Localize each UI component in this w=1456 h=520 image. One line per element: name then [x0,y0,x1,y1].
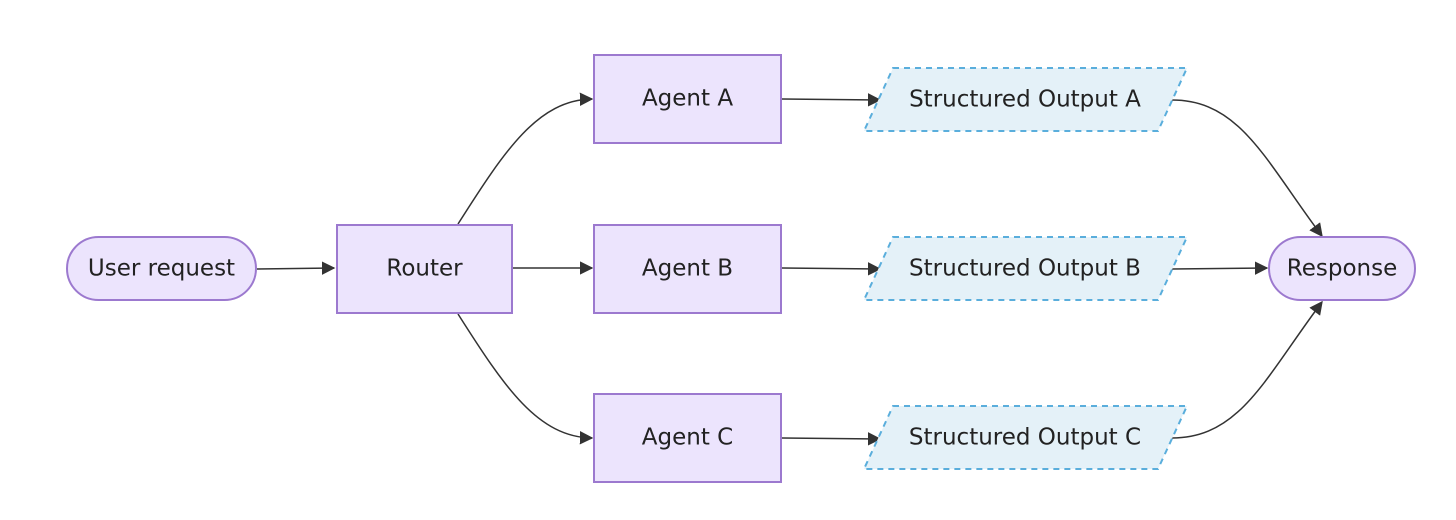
edge-agent-c-to-output-c [781,432,882,446]
process-shape [593,224,782,314]
edge-output-c-to-response [1171,300,1323,439]
terminal-shape [1268,236,1416,301]
process-shape [593,54,782,144]
node-agent-c: Agent C [593,393,782,483]
node-label-output-b: Structured Output B [909,256,1141,282]
edges [256,92,1323,446]
data-shape [862,236,1189,301]
edge-router-to-agent-c [457,313,594,445]
edge-router-to-agent-a [457,92,594,225]
process-shape [336,224,513,314]
node-label-response: Response [1287,256,1397,282]
node-agent-a: Agent A [593,54,782,144]
node-label-agent-c: Agent C [642,425,733,451]
node-output-b: Structured Output B [862,236,1189,301]
data-shape [862,405,1189,470]
node-label-output-a: Structured Output A [909,87,1141,113]
node-user-request: User request [66,236,257,301]
edge-agent-b-to-output-b [781,262,882,276]
node-router: Router [336,224,513,314]
data-shape [862,67,1189,132]
edge-user-request-to-router [256,261,336,275]
terminal-shape [66,236,257,301]
node-label-agent-a: Agent A [642,86,733,112]
node-agent-b: Agent B [593,224,782,314]
node-label-user-request: User request [88,256,235,282]
node-output-c: Structured Output C [862,405,1189,470]
node-output-a: Structured Output A [862,67,1189,132]
node-label-router: Router [386,256,463,282]
edge-agent-a-to-output-a [781,93,882,107]
process-shape [593,393,782,483]
edge-output-a-to-response [1171,99,1323,238]
node-label-agent-b: Agent B [642,256,733,282]
edge-output-b-to-response [1171,261,1269,275]
node-label-output-c: Structured Output C [909,425,1141,451]
node-response: Response [1268,236,1416,301]
